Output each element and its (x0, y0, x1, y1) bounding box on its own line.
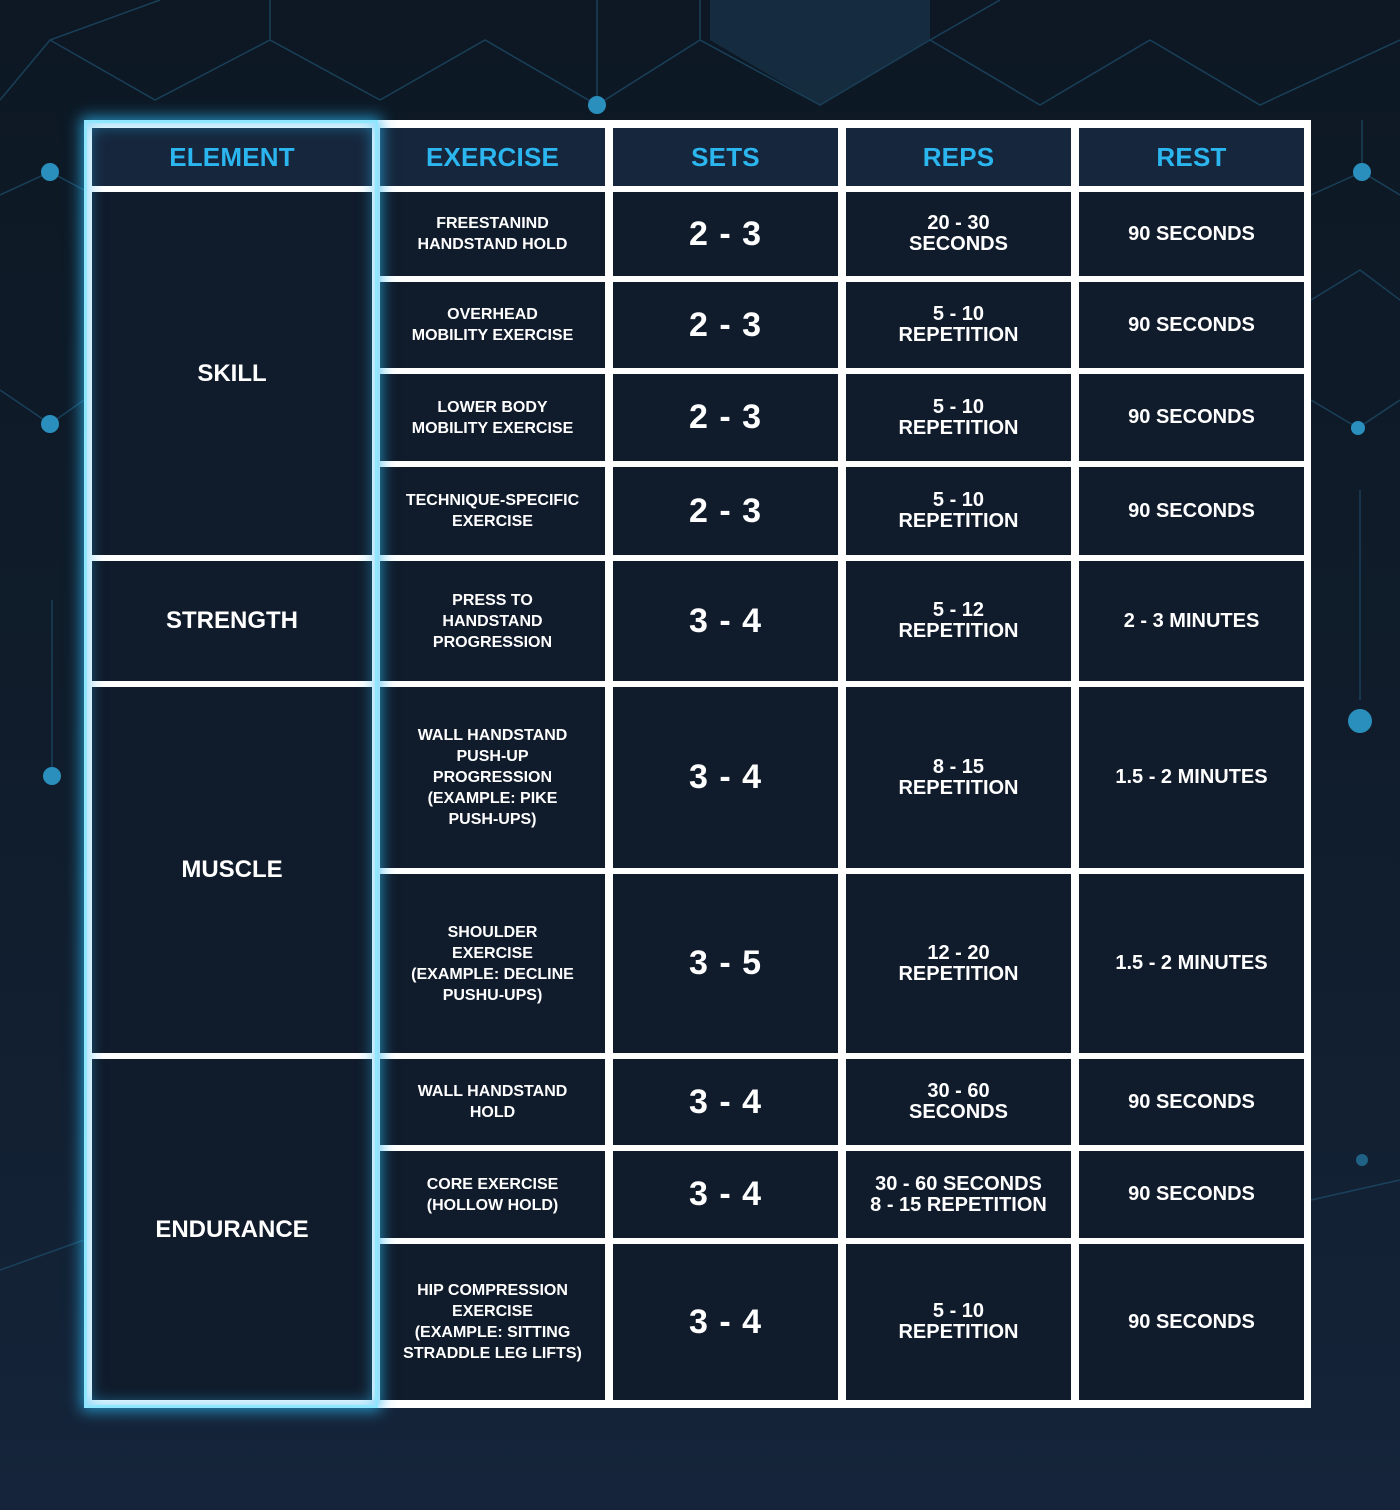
rest-cell: 90 SECONDS (1079, 467, 1304, 555)
header-rest: REST (1079, 128, 1304, 186)
header-element: ELEMENT (92, 128, 372, 186)
exercise-cell: OVERHEAD MOBILITY EXERCISE (380, 282, 605, 368)
sets-cell: 3 - 4 (613, 561, 838, 681)
header-reps: REPS (846, 128, 1071, 186)
reps-cell: 5 - 10 REPETITION (846, 467, 1071, 555)
rest-cell: 1.5 - 2 MINUTES (1079, 874, 1304, 1053)
sets-cell: 2 - 3 (613, 467, 838, 555)
element-endurance: ENDURANCE (92, 1059, 372, 1400)
sets-cell: 3 - 4 (613, 687, 838, 868)
exercise-cell: WALL HANDSTAND PUSH-UP PROGRESSION (EXAM… (380, 687, 605, 868)
sets-cell: 2 - 3 (613, 282, 838, 368)
exercise-cell: CORE EXERCISE (HOLLOW HOLD) (380, 1151, 605, 1238)
exercise-cell: HIP COMPRESSION EXERCISE (EXAMPLE: SITTI… (380, 1244, 605, 1400)
reps-cell: 12 - 20 REPETITION (846, 874, 1071, 1053)
reps-cell: 30 - 60 SECONDS (846, 1059, 1071, 1145)
reps-cell: 5 - 12 REPETITION (846, 561, 1071, 681)
exercise-cell: TECHNIQUE-SPECIFIC EXERCISE (380, 467, 605, 555)
reps-cell: 30 - 60 SECONDS 8 - 15 REPETITION (846, 1151, 1071, 1238)
rest-cell: 90 SECONDS (1079, 1059, 1304, 1145)
rest-cell: 2 - 3 MINUTES (1079, 561, 1304, 681)
reps-cell: 5 - 10 REPETITION (846, 374, 1071, 461)
header-sets: SETS (613, 128, 838, 186)
reps-cell: 20 - 30 SECONDS (846, 192, 1071, 276)
sets-cell: 3 - 4 (613, 1244, 838, 1400)
header-exercise: EXERCISE (380, 128, 605, 186)
workout-table: ELEMENT EXERCISE SETS REPS REST SKILL ST… (84, 120, 1311, 1408)
element-muscle: MUSCLE (92, 687, 372, 1053)
exercise-cell: LOWER BODY MOBILITY EXERCISE (380, 374, 605, 461)
rest-cell: 1.5 - 2 MINUTES (1079, 687, 1304, 868)
exercise-cell: FREESTANIND HANDSTAND HOLD (380, 192, 605, 276)
sets-cell: 3 - 4 (613, 1059, 838, 1145)
rest-cell: 90 SECONDS (1079, 192, 1304, 276)
rest-cell: 90 SECONDS (1079, 374, 1304, 461)
sets-cell: 3 - 5 (613, 874, 838, 1053)
exercise-cell: PRESS TO HANDSTAND PROGRESSION (380, 561, 605, 681)
element-strength: STRENGTH (92, 561, 372, 681)
sets-cell: 3 - 4 (613, 1151, 838, 1238)
exercise-cell: SHOULDER EXERCISE (EXAMPLE: DECLINE PUSH… (380, 874, 605, 1053)
reps-cell: 5 - 10 REPETITION (846, 1244, 1071, 1400)
sets-cell: 2 - 3 (613, 192, 838, 276)
reps-cell: 8 - 15 REPETITION (846, 687, 1071, 868)
sets-cell: 2 - 3 (613, 374, 838, 461)
exercise-cell: WALL HANDSTAND HOLD (380, 1059, 605, 1145)
rest-cell: 90 SECONDS (1079, 282, 1304, 368)
reps-cell: 5 - 10 REPETITION (846, 282, 1071, 368)
rest-cell: 90 SECONDS (1079, 1151, 1304, 1238)
element-skill: SKILL (92, 192, 372, 555)
rest-cell: 90 SECONDS (1079, 1244, 1304, 1400)
